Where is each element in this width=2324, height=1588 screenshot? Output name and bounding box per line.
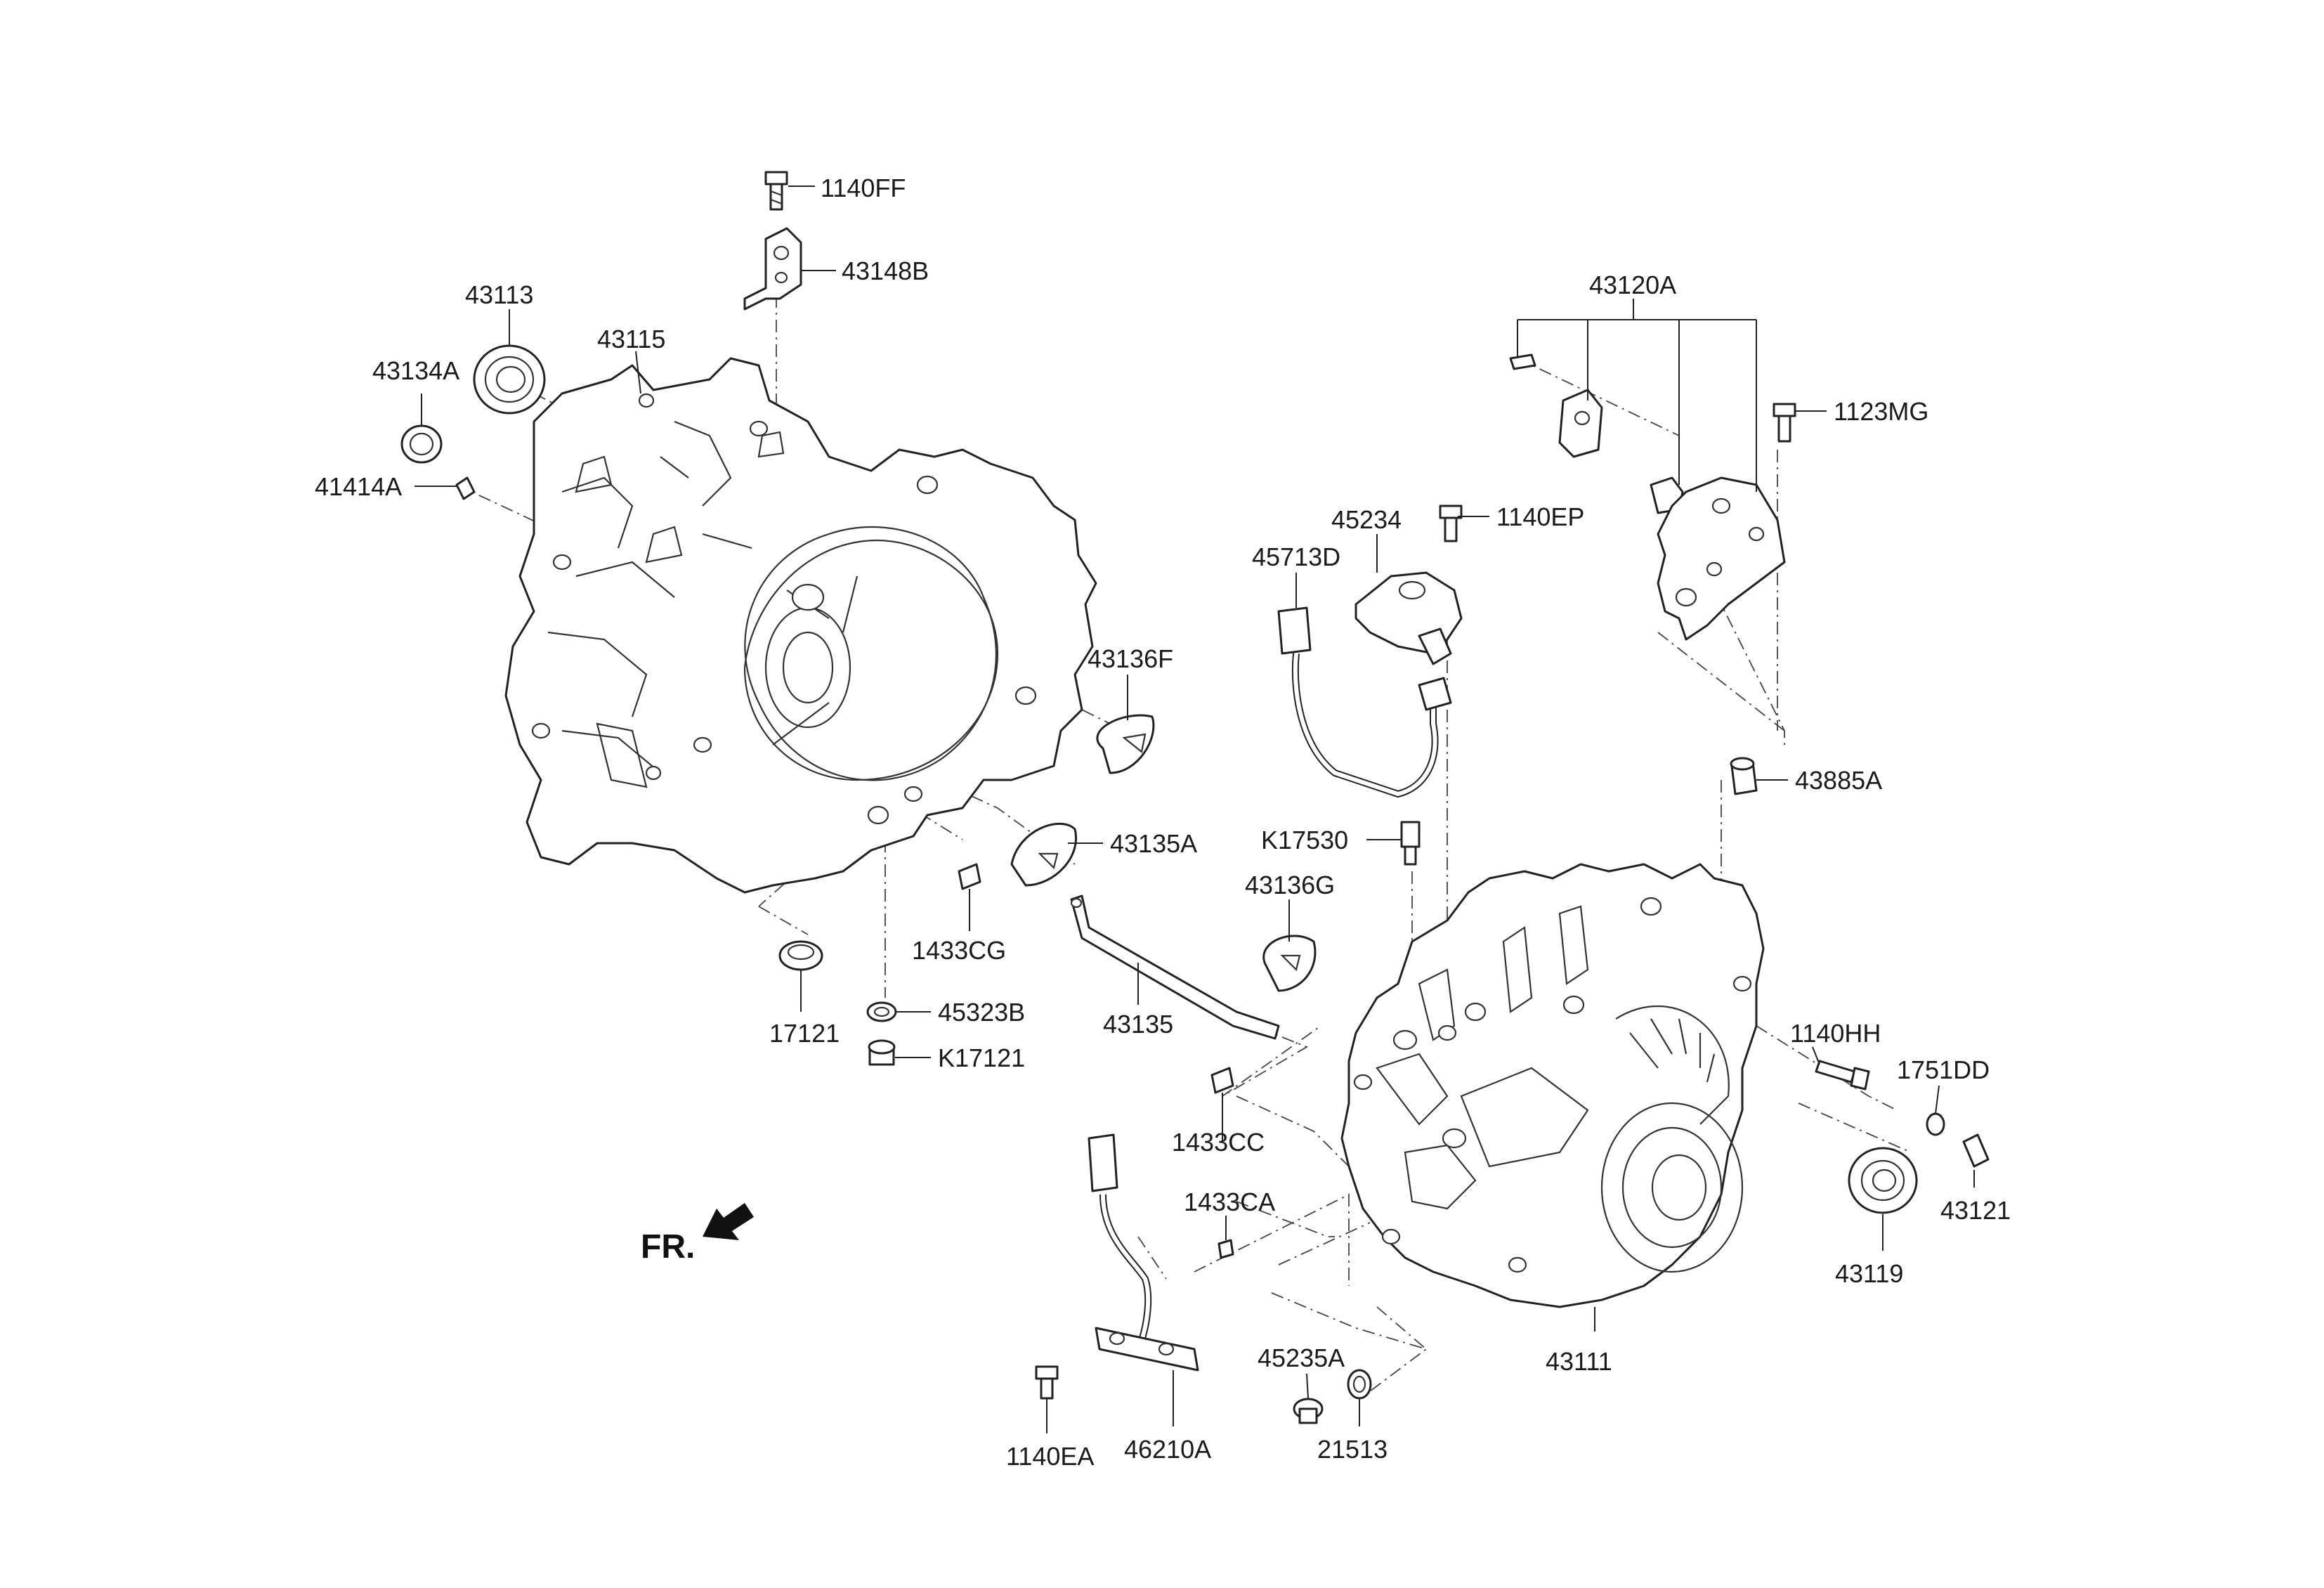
shim-43135A [1010,822,1077,887]
front-direction-marker: FR. [641,1203,754,1265]
front-arrow-icon [703,1203,754,1240]
label-1433CG: 1433CG [912,936,1006,965]
label-1751DD: 1751DD [1897,1055,1990,1084]
dowel-1433CC [1210,1067,1234,1094]
bolt-1123MG [1773,403,1796,443]
label-1433CA: 1433CA [1184,1187,1275,1216]
label-1140EA: 1140EA [1006,1442,1094,1471]
label-43134A: 43134A [372,356,459,385]
transaxle-case-43111 [1340,863,1765,1308]
gasket-21513 [1347,1369,1372,1400]
label-45234: 45234 [1331,505,1402,534]
plug-K17121 [868,1039,896,1066]
shim-43136F [1096,714,1155,774]
label-1140EP: 1140EP [1496,502,1584,531]
label-43113: 43113 [465,280,533,309]
front-label: FR. [641,1228,695,1265]
speed-sensor-46210A [1088,1133,1199,1372]
label-1433CC: 1433CC [1172,1128,1265,1157]
label-46210A: 46210A [1124,1435,1211,1464]
label-43121: 43121 [1940,1196,2011,1225]
plug-45235A [1293,1398,1324,1424]
label-43115: 43115 [597,325,665,353]
dowel-1433CG [958,863,981,890]
harness-45713D [1277,606,1452,798]
label-1140HH: 1140HH [1790,1019,1881,1048]
seal-43119 [1848,1147,1918,1214]
bolt-1140HH [1815,1060,1870,1091]
plug-43121 [1962,1133,1990,1168]
label-1123MG: 1123MG [1834,397,1928,426]
label-43119: 43119 [1835,1259,1903,1288]
label-17121: 17121 [769,1019,840,1048]
seal-17121 [778,940,823,971]
pin-1433CA [1218,1239,1234,1259]
ring-1751DD [1926,1112,1945,1136]
label-43120A: 43120A [1589,271,1676,299]
pin-41414A [455,476,476,500]
bolt-1140EA [1035,1365,1059,1400]
bracket-43148B [743,227,802,311]
label-21513: 21513 [1317,1435,1388,1464]
label-41414A: 41414A [315,472,402,501]
seal-43134A [400,424,443,464]
label-K17530: K17530 [1261,826,1348,854]
label-43135: 43135 [1103,1010,1173,1039]
label-43136F: 43136F [1088,644,1173,673]
sensor-K17530 [1400,821,1421,866]
washer-45323B [866,1001,897,1022]
label-43885A: 43885A [1795,766,1882,795]
part-labels: 1140FF 43148B 43113 43115 43134A 41414A … [315,174,2011,1471]
leader-lines [414,186,1975,1433]
label-1140FF: 1140FF [821,174,906,202]
inhibitor-switch-45234 [1354,571,1463,665]
clutch-housing-43115 [504,357,1097,894]
bolt-1140EP [1439,505,1463,542]
bracket-43120A [1509,353,1786,641]
bush-43885A [1730,757,1758,795]
label-43148B: 43148B [842,256,929,285]
label-45235A: 45235A [1258,1343,1345,1372]
oil-seal-43113 [473,344,546,415]
label-43135A: 43135A [1110,829,1197,858]
bolt-1140FF [764,171,788,211]
rod-43135 [1070,894,1280,1040]
label-K17121: K17121 [938,1043,1025,1072]
label-43111: 43111 [1546,1347,1612,1376]
label-45323B: 45323B [938,998,1025,1027]
label-43136G: 43136G [1245,871,1335,899]
label-45713D: 45713D [1252,542,1340,571]
shim-43136G [1262,935,1317,992]
